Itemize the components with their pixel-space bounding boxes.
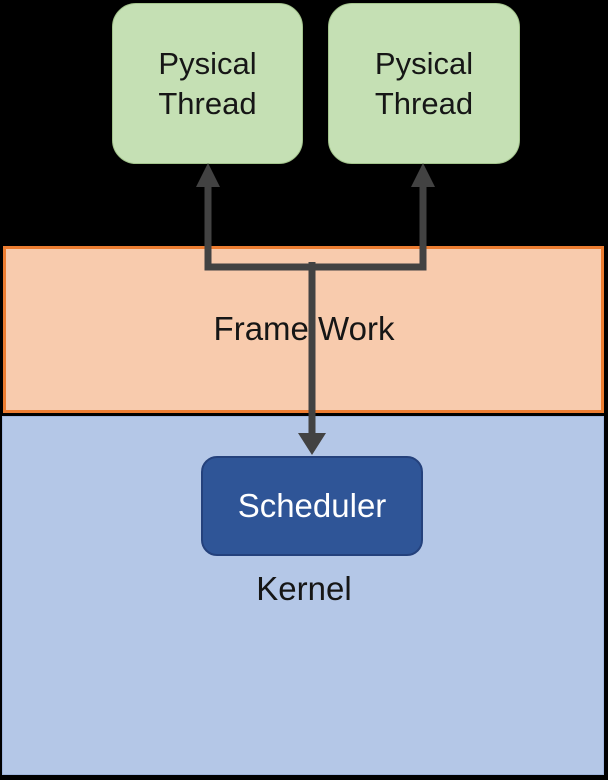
thread-box-left-label: Pysical Thread bbox=[158, 46, 257, 121]
scheduler-label: Scheduler bbox=[237, 487, 387, 524]
thread-box-right: Pysical Thread bbox=[328, 3, 520, 164]
arrowhead-up-left bbox=[196, 163, 220, 187]
scheduler-box: Scheduler bbox=[201, 456, 423, 556]
kernel-label: Kernel bbox=[256, 570, 352, 607]
thread-box-left: Pysical Thread bbox=[112, 3, 303, 164]
arrowhead-up-right bbox=[411, 163, 435, 187]
framework-label: Frame Work bbox=[213, 310, 395, 347]
thread-box-right-label: Pysical Thread bbox=[374, 46, 474, 121]
